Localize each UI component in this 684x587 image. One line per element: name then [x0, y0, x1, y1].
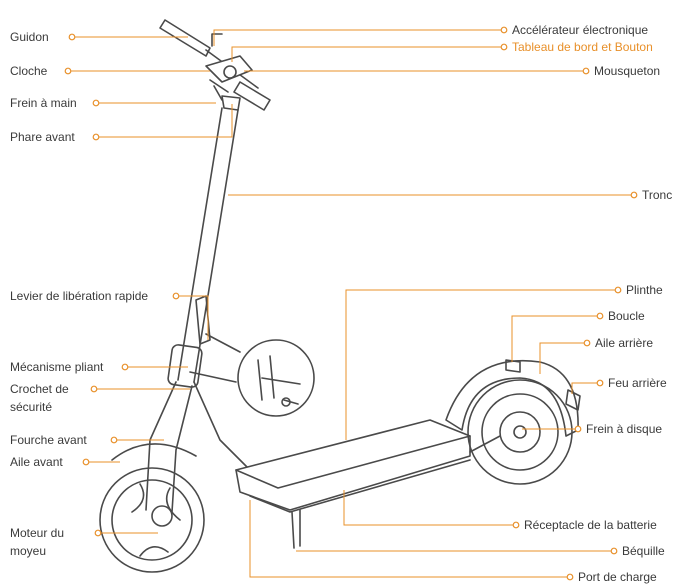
- handlebar-grip-left: [159, 19, 211, 57]
- label-cloche: Cloche: [10, 64, 48, 78]
- quick-release-lever: [195, 295, 211, 345]
- label-accelerateur: Accélérateur électronique: [512, 23, 649, 37]
- kickstand: [291, 509, 301, 549]
- rear-hub: [513, 425, 527, 439]
- label-bequille: Béquille: [622, 544, 665, 558]
- dashboard: [205, 55, 253, 83]
- front-fender: [111, 443, 197, 461]
- label-tronc: Tronc: [642, 188, 673, 202]
- front-wheel-outer: [99, 467, 205, 573]
- label-phare-avant: Phare avant: [10, 130, 75, 144]
- deck-side: [235, 435, 471, 511]
- label-receptacle: Réceptacle de la batterie: [524, 518, 657, 532]
- deck-neck: [193, 381, 251, 471]
- label-boucle: Boucle: [608, 309, 645, 323]
- leader-lines: [68, 29, 634, 578]
- leader-dots: [64, 26, 638, 581]
- label-feu-arriere: Feu arrière: [608, 376, 667, 390]
- rear-clip: [505, 359, 521, 373]
- rear-light: [565, 389, 581, 411]
- label-frein-a-main: Frein à main: [10, 96, 77, 110]
- label-plinthe: Plinthe: [626, 283, 663, 297]
- disc-brake: [499, 411, 541, 453]
- front-fork: [145, 381, 193, 513]
- label-crochet-line1: Crochet de: [10, 382, 69, 396]
- label-aile-arriere: Aile arrière: [595, 336, 654, 350]
- label-fourche: Fourche avant: [10, 433, 87, 447]
- label-tableau-bord: Tableau de bord et Bouton: [512, 40, 653, 54]
- rear-fender: [445, 360, 579, 437]
- front-hub: [151, 505, 173, 527]
- inset-pointer: [189, 333, 241, 383]
- rear-wheel-outer: [467, 379, 573, 485]
- headlight: [221, 95, 241, 111]
- handlebar-grip-right: [233, 81, 271, 111]
- inset-circle: [237, 339, 315, 417]
- rear-wheel-inner: [481, 393, 559, 471]
- label-crochet-line2: sécurité: [10, 400, 53, 414]
- label-mousqueton: Mousqueton: [594, 64, 661, 78]
- label-frein-disque: Frein à disque: [586, 422, 663, 436]
- label-levier: Levier de libération rapide: [10, 289, 149, 303]
- front-wheel-inner: [111, 479, 193, 561]
- deck: [235, 419, 471, 489]
- deck-bottom: [249, 459, 471, 513]
- label-port-charge: Port de charge: [578, 570, 657, 584]
- label-mecanisme: Mécanisme pliant: [10, 360, 104, 374]
- label-moteur-line1: Moteur du: [10, 526, 65, 540]
- label-guidon: Guidon: [10, 30, 49, 44]
- label-moteur-line2: moyeu: [10, 544, 47, 558]
- label-aile-avant: Aile avant: [10, 455, 63, 469]
- brake-lever: [209, 79, 229, 101]
- bell: [223, 65, 237, 79]
- stem-tube: [177, 107, 239, 383]
- folding-clamp: [167, 344, 203, 388]
